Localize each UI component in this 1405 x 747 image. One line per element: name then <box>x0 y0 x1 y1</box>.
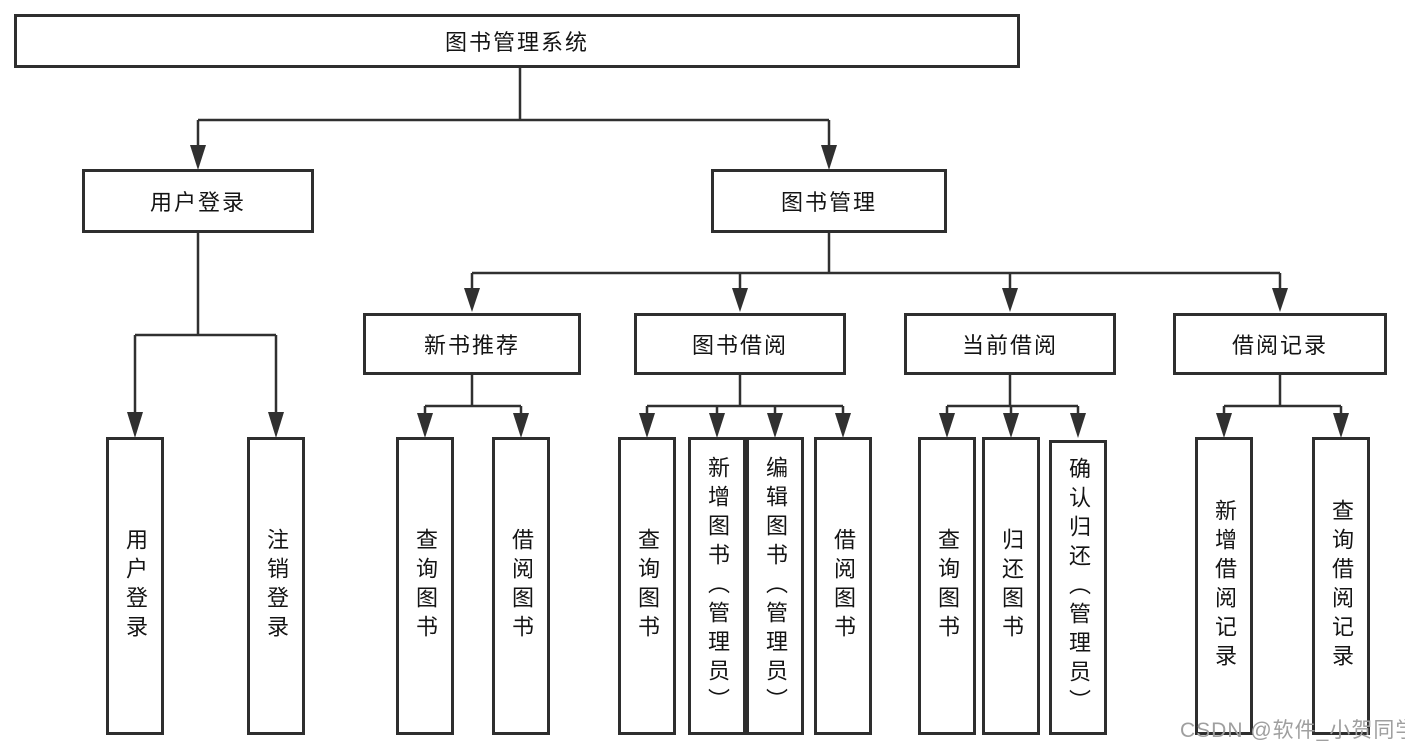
leaf-return-book: 归还图书 <box>982 437 1040 735</box>
leaf-logout: 注销登录 <box>247 437 305 735</box>
leaf-query-books-current: 查询图书 <box>918 437 976 735</box>
leaf-edit-book-admin: 编辑图书（管理员） <box>746 437 804 735</box>
node-borrow-records: 借阅记录 <box>1173 313 1387 375</box>
node-user-login: 用户登录 <box>82 169 314 233</box>
leaf-query-books-borrow: 查询图书 <box>618 437 676 735</box>
leaf-query-books-recommend: 查询图书 <box>396 437 454 735</box>
leaf-add-book-admin: 新增图书（管理员） <box>688 437 746 735</box>
node-book-borrow: 图书借阅 <box>634 313 846 375</box>
leaf-borrow-books-recommend: 借阅图书 <box>492 437 550 735</box>
node-book-management: 图书管理 <box>711 169 947 233</box>
connector-lines <box>133 68 1343 415</box>
leaf-confirm-return-admin: 确认归还（管理员） <box>1049 440 1107 735</box>
leaf-query-borrow-record: 查询借阅记录 <box>1312 437 1370 735</box>
connector-arrowheads <box>127 145 1349 438</box>
leaf-add-borrow-record: 新增借阅记录 <box>1195 437 1253 735</box>
leaf-borrow-book: 借阅图书 <box>814 437 872 735</box>
node-current-borrow: 当前借阅 <box>904 313 1116 375</box>
node-library-management-system: 图书管理系统 <box>14 14 1020 68</box>
csdn-watermark: CSDN @软件_小贺同学 <box>1180 719 1405 742</box>
leaf-user-login: 用户登录 <box>106 437 164 735</box>
node-new-book-recommend: 新书推荐 <box>363 313 581 375</box>
